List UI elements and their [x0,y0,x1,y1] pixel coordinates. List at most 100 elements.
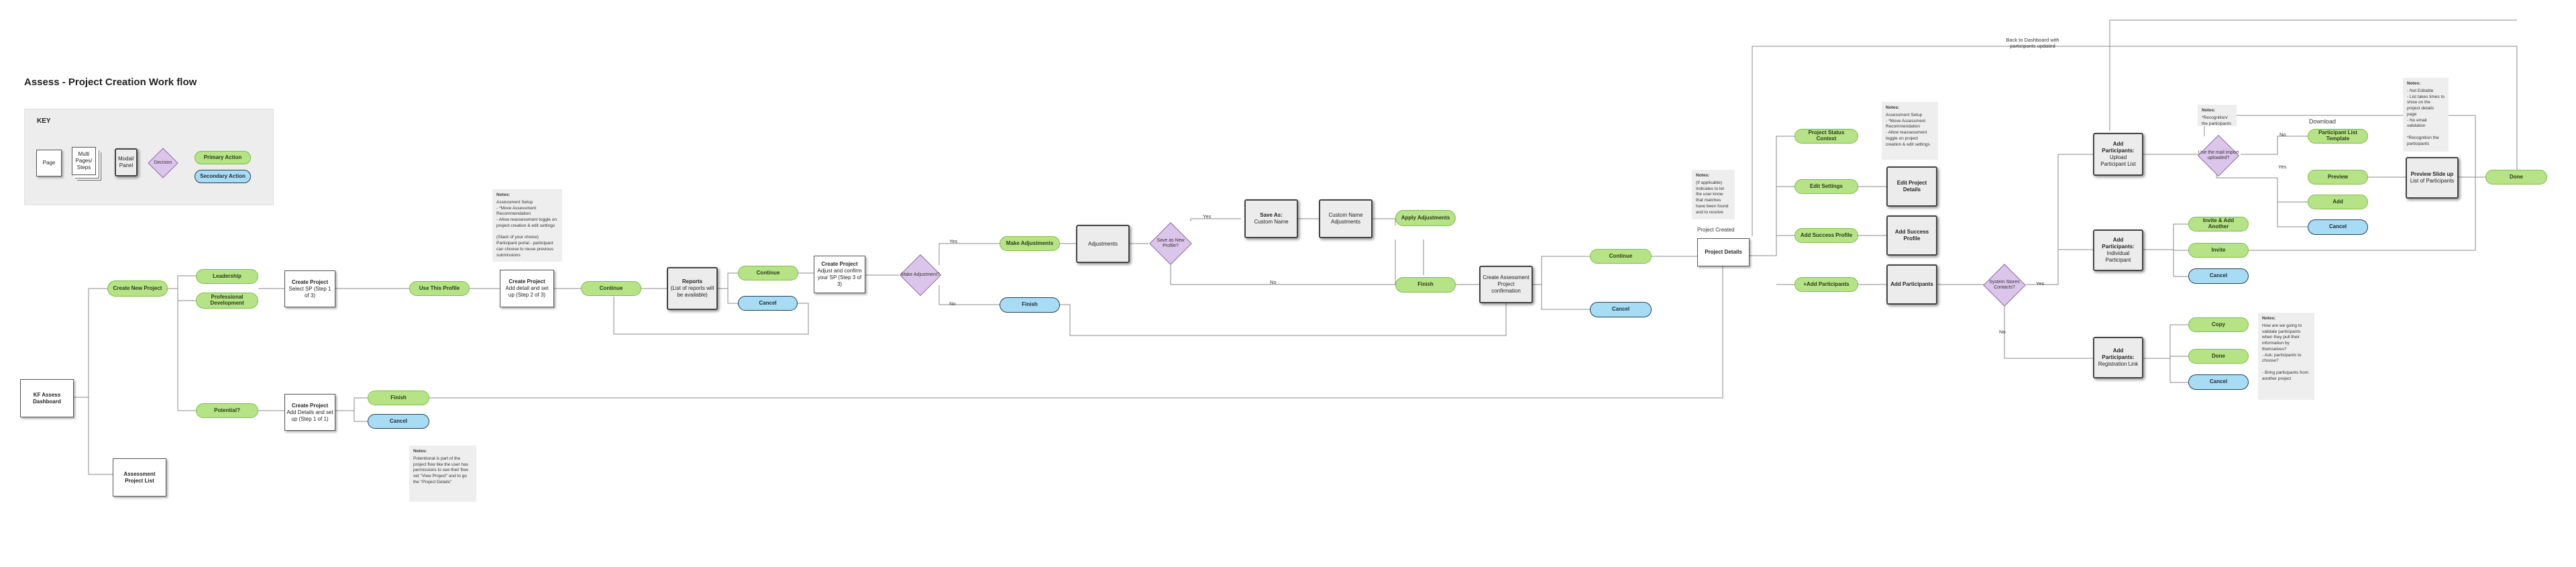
continue-button-2[interactable]: Continue [738,266,798,280]
add-success-profile-panel[interactable]: Add Success Profile [1886,215,1937,256]
prof-dev-label: Professional Development [210,294,244,306]
create-project-3-title: Create Project [821,261,858,267]
make-adjustments-button[interactable]: Make Adjustments [1000,236,1060,251]
edit-project-details-label: Edit Project Details [1896,180,1927,193]
leadership-button[interactable]: Leadership [196,269,258,284]
note-potential-title: Notes: [413,449,427,454]
create-project-1-sub: Select SP (Step 1 of 3) [288,285,331,299]
professional-development-button[interactable]: Professional Development [196,293,258,309]
invite-button[interactable]: Invite [2188,243,2249,258]
apply-adjustments-button[interactable]: Apply Adjustments [1395,210,1456,226]
assessment-project-list[interactable]: Assessment Project List [113,458,166,497]
registration-title: Add Participants: [2102,348,2135,360]
adjustments-panel[interactable]: Adjustments [1076,225,1130,263]
legend-modal-label: Modal/ Panel [118,156,135,168]
save-as-new-profile-decision: Save as New Profile? [1148,222,1193,265]
note-validate-body: How are we going to validate participant… [2262,323,2308,381]
add-button[interactable]: Add [2308,195,2368,209]
finish-potential-button[interactable]: Finish [368,391,429,405]
invite-add-another-button[interactable]: Invite & Add Another [2188,217,2249,231]
note-not-editable-title: Notes: [2407,81,2421,86]
edit-settings-label: Edit Settings [1810,183,1843,189]
save-as-title: Save As: [1260,212,1283,218]
cancel-button-3[interactable]: Cancel [2308,219,2368,235]
edge-no-1: No [949,301,956,307]
create-new-project-button[interactable]: Create New Project [107,280,168,297]
finish-1-label: Finish [1022,301,1038,308]
finish-button-2[interactable]: Finish [1395,277,1456,293]
done-1-label: Done [2510,173,2523,180]
edit-project-details-panel[interactable]: Edit Project Details [1886,166,1937,207]
preview-slide-title: Preview Slide up [2410,171,2454,177]
reports-title: Reports [682,278,703,285]
cancel-button-1[interactable]: Cancel [738,296,798,311]
make-adjustments-label: Make Adjustments [1006,240,1054,246]
registration-link-panel[interactable]: Add Participants:Registration Link [2093,337,2143,378]
add-success-profile-button[interactable]: Add Success Profile [1794,228,1858,243]
individual-participant-panel[interactable]: Add Participants:Individual Participant [2093,229,2143,271]
participant-list-template-button[interactable]: Participant List Template [2308,129,2368,144]
edge-yes-3: Yes [2036,280,2045,287]
preview-button[interactable]: Preview [2308,170,2368,185]
make-adjustment-decision: Make Adjustment? [899,254,942,297]
cancel-button-5[interactable]: Cancel [2188,374,2249,390]
done-2-label: Done [2212,352,2225,359]
add-participants-button[interactable]: +Add Participants [1794,277,1858,292]
continue-button-3[interactable]: Continue [1590,249,1652,264]
note-recognition-title: Notes: [2202,108,2216,113]
create-project-p1-title: Create Project [291,402,329,409]
cancel-button-2[interactable]: Cancel [1590,302,1652,317]
done-button-1[interactable]: Done [2485,170,2547,185]
note-assessment-setup: Notes:Assessment Setup - *Move Assessmen… [492,189,562,262]
create-assessment-confirmation[interactable]: Create Assessment Project confirmation [1479,266,1533,303]
custom-name-sub: Adjustments [1330,219,1361,225]
cancel-button-4[interactable]: Cancel [2188,268,2249,284]
reports-sub: (List of reports will be available) [670,285,714,298]
custom-name-title: Custom Name [1328,212,1363,218]
save-as-sub: Custom Name [1254,219,1289,225]
kf-assess-dashboard[interactable]: KF Assess Dashboard [20,379,74,417]
use-this-profile-button[interactable]: Use This Profile [409,281,470,296]
add-participants-panel[interactable]: Add Participants [1886,264,1937,305]
project-details-page[interactable]: Project Details [1697,238,1750,266]
project-status-context-button[interactable]: Project Status Context [1794,129,1858,144]
cancel-potential-button[interactable]: Cancel [368,414,429,429]
use-mail-import-decision: Use the mail import uploaded? [2196,134,2241,177]
note-potential: Notes:Potentional is part of the project… [409,446,476,502]
note-setup2-title: Notes: [1886,105,1900,110]
note-validate-title: Notes: [2262,316,2276,321]
note-not-editable-body: - Not Editable - List takes times to sho… [2407,88,2445,146]
note-setup-title: Notes: [496,193,511,197]
cancel-4-label: Cancel [2209,272,2228,279]
continue-button-1[interactable]: Continue [581,281,641,296]
upload-participant-list-panel[interactable]: Add Participants:Upload Participant List [2093,133,2143,176]
add-success-profile-btn-label: Add Success Profile [1800,231,1853,238]
save-as-panel[interactable]: Save As:Custom Name [1244,199,1298,238]
project-status-label: Project Status Context [1808,130,1845,142]
note-setup2-body: Assessment Setup - *Move Assessment Reco… [1886,112,1930,147]
cancel-2-label: Cancel [1611,306,1630,313]
finish-button-1[interactable]: Finish [1000,297,1060,313]
kf-assess-label: KF Assess Dashboard [33,391,61,405]
edit-settings-button[interactable]: Edit Settings [1794,179,1858,194]
note-validate-participants: Notes: How are we going to validate parti… [2258,313,2314,400]
reports-panel[interactable]: Reports(List of reports will be availabl… [667,267,718,310]
copy-button[interactable]: Copy [2188,317,2249,332]
note-matches-body: (If applicable) Indicates to let the use… [1696,180,1729,215]
template-label: Participant List Template [2318,130,2357,142]
legend-secondary-label: Secondary Action [200,172,246,179]
system-stores-label: System Stores Contacts? [1989,279,2020,290]
note-not-editable: Notes: - Not Editable - List takes times … [2403,78,2449,152]
done-button-2[interactable]: Done [2188,349,2249,364]
upload-sub: Upload Participant List [2100,154,2136,167]
copy-label: Copy [2212,321,2225,327]
edge-no-4: No [2279,132,2286,138]
continue-3-label: Continue [1609,252,1633,259]
potential-button[interactable]: Potential? [196,403,258,418]
